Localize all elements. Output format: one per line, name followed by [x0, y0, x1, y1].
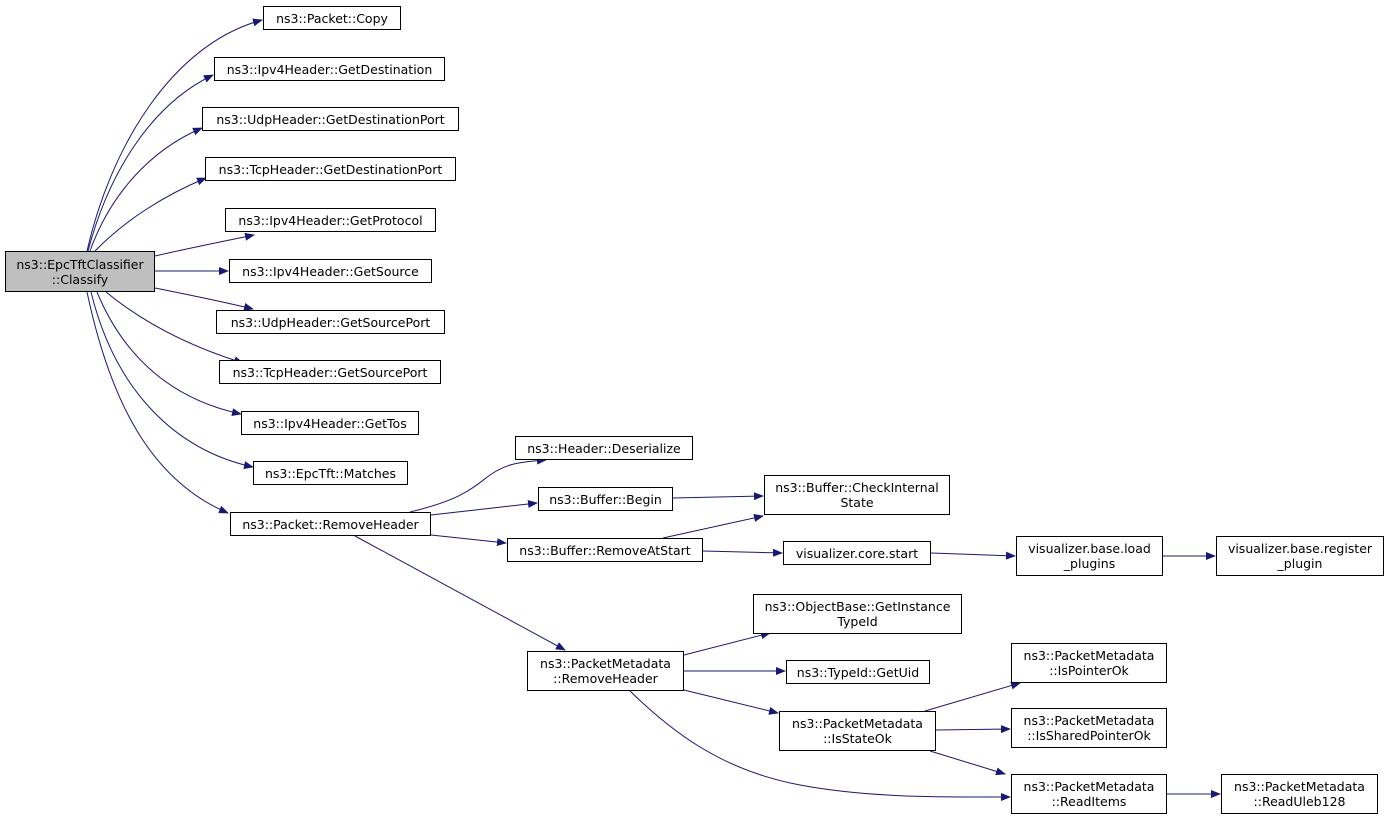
edge-pmremoveheader-to-getinstancetypeid: [683, 631, 771, 656]
node-label: ns3::PacketMetadata ::ReadUleb128: [1234, 779, 1365, 809]
node-label: ns3::Ipv4Header::GetTos: [253, 415, 407, 431]
edge-vcstart-to-loadplugins: [930, 551, 1016, 560]
edge-classify-to-ipv4tos: [96, 291, 242, 417]
edge-removeheader-to-removeatstart: [430, 534, 507, 547]
node-getuid[interactable]: ns3::TypeId::GetUid: [786, 660, 930, 684]
node-label: ns3::Ipv4Header::GetProtocol: [238, 212, 423, 228]
edge-removeheader-to-begin: [430, 500, 538, 516]
node-label: ns3::PacketMetadata ::IsSharedPointerOk: [1023, 713, 1155, 743]
node-label: ns3::PacketMetadata ::ReadItems: [1023, 779, 1155, 809]
node-label: ns3::PacketMetadata ::RemoveHeader: [540, 656, 671, 686]
node-pmremoveheader[interactable]: ns3::PacketMetadata ::RemoveHeader: [527, 651, 684, 691]
node-removeheader[interactable]: ns3::Packet::RemoveHeader: [230, 512, 431, 536]
edge-classify-to-copy: [86, 18, 263, 252]
node-label: ns3::Buffer::CheckInternal State: [775, 480, 939, 510]
node-label: ns3::Buffer::RemoveAtStart: [519, 542, 691, 558]
node-issharedpointerok[interactable]: ns3::PacketMetadata ::IsSharedPointerOk: [1011, 708, 1167, 748]
node-label: ns3::UdpHeader::GetSourcePort: [230, 314, 431, 330]
node-matches[interactable]: ns3::EpcTft::Matches: [253, 461, 408, 485]
node-label: ns3::Header::Deserialize: [527, 440, 681, 456]
node-label: visualizer.core.start: [795, 545, 919, 561]
node-label: ns3::PacketMetadata ::IsStateOk: [792, 716, 923, 746]
node-label: visualizer.base.register _plugin: [1227, 541, 1373, 571]
node-classify[interactable]: ns3::EpcTftClassifier ::Classify: [5, 251, 155, 292]
node-isstateok[interactable]: ns3::PacketMetadata ::IsStateOk: [779, 711, 936, 751]
node-udpsrc[interactable]: ns3::UdpHeader::GetSourcePort: [216, 310, 445, 334]
node-label: ns3::TcpHeader::GetDestinationPort: [218, 161, 443, 177]
node-udpdst[interactable]: ns3::UdpHeader::GetDestinationPort: [202, 107, 459, 131]
node-label: ns3::Ipv4Header::GetSource: [242, 263, 419, 279]
edge-removeatstart-to-vcstart: [702, 548, 783, 557]
edge-isstateok-to-readitems: [929, 750, 1006, 776]
edge-classify-to-tcpdst: [94, 177, 207, 252]
edge-removeheader-to-deserialize: [409, 456, 547, 513]
node-label: ns3::Packet::Copy: [276, 10, 388, 26]
node-loadplugins[interactable]: visualizer.base.load _plugins: [1016, 536, 1163, 576]
node-ipv4tos[interactable]: ns3::Ipv4Header::GetTos: [241, 411, 419, 435]
edge-removeheader-to-pmremoveheader: [354, 535, 566, 651]
node-label: ns3::Ipv4Header::GetDestination: [226, 61, 433, 77]
edge-isstateok-to-issharedpointerok: [935, 725, 1011, 734]
node-vcstart[interactable]: visualizer.core.start: [783, 541, 931, 565]
node-ipv4src[interactable]: ns3::Ipv4Header::GetSource: [229, 259, 432, 283]
edge-classify-to-udpdst: [89, 127, 203, 252]
node-label: ns3::Packet::RemoveHeader: [242, 516, 419, 532]
edge-classify-to-removeheader: [86, 291, 229, 514]
edge-isstateok-to-ispointerok: [924, 681, 1021, 712]
node-readitems[interactable]: ns3::PacketMetadata ::ReadItems: [1011, 774, 1167, 814]
node-label: ns3::PacketMetadata ::IsPointerOk: [1023, 648, 1155, 678]
edge-classify-to-tcpsrc: [105, 291, 244, 365]
node-tcpdst[interactable]: ns3::TcpHeader::GetDestinationPort: [205, 157, 456, 181]
node-label: ns3::EpcTftClassifier ::Classify: [16, 256, 144, 287]
edge-classify-to-matches: [90, 291, 254, 469]
edge-begin-to-checkinternal: [672, 492, 764, 501]
node-copy[interactable]: ns3::Packet::Copy: [263, 6, 401, 30]
edge-classify-to-ipv4dst: [87, 74, 214, 252]
edge-classify-to-ipv4proto: [154, 232, 255, 257]
node-label: ns3::TypeId::GetUid: [796, 664, 920, 680]
edge-pmremoveheader-to-readitems: [629, 690, 1011, 802]
node-begin[interactable]: ns3::Buffer::Begin: [538, 487, 673, 511]
node-label: ns3::ObjectBase::GetInstance TypeId: [764, 599, 951, 629]
node-label: visualizer.base.load _plugins: [1028, 541, 1151, 571]
node-label: ns3::Buffer::Begin: [549, 491, 662, 507]
node-deserialize[interactable]: ns3::Header::Deserialize: [515, 436, 693, 460]
node-ipv4dst[interactable]: ns3::Ipv4Header::GetDestination: [214, 57, 445, 81]
edge-pmremoveheader-to-isstateok: [683, 689, 779, 715]
node-getinstancetypeid[interactable]: ns3::ObjectBase::GetInstance TypeId: [753, 594, 962, 634]
node-checkinternal[interactable]: ns3::Buffer::CheckInternal State: [764, 475, 950, 515]
edge-removeatstart-to-checkinternal: [662, 514, 764, 539]
node-label: ns3::EpcTft::Matches: [265, 465, 396, 481]
node-registerplugin[interactable]: visualizer.base.register _plugin: [1216, 536, 1384, 576]
node-readuleb128[interactable]: ns3::PacketMetadata ::ReadUleb128: [1221, 774, 1378, 814]
node-removeatstart[interactable]: ns3::Buffer::RemoveAtStart: [507, 538, 703, 562]
edge-classify-to-udpsrc: [154, 287, 254, 311]
node-ispointerok[interactable]: ns3::PacketMetadata ::IsPointerOk: [1011, 643, 1167, 683]
node-tcpsrc[interactable]: ns3::TcpHeader::GetSourcePort: [219, 360, 441, 384]
node-ipv4proto[interactable]: ns3::Ipv4Header::GetProtocol: [225, 208, 436, 232]
node-label: ns3::UdpHeader::GetDestinationPort: [216, 111, 445, 127]
node-label: ns3::TcpHeader::GetSourcePort: [232, 364, 428, 380]
